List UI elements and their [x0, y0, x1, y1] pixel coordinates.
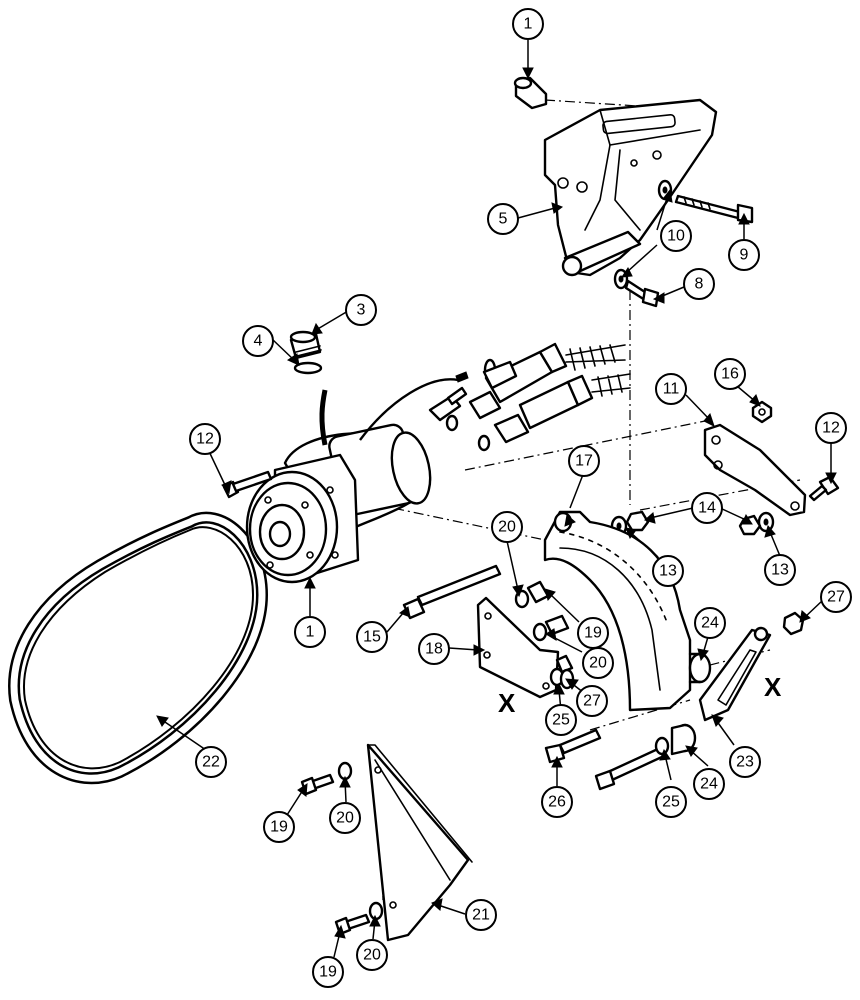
plate-part-18	[476, 596, 560, 699]
slotted-strap-part-23	[698, 626, 772, 722]
callout-12-right-label: 12	[822, 420, 840, 437]
callout-12-right: 12	[815, 412, 847, 444]
callout-10-label: 10	[667, 228, 685, 245]
callout-18-label: 18	[425, 641, 443, 658]
callout-24-a-label: 24	[701, 615, 719, 632]
shield-fasteners-parts-19-20	[300, 761, 384, 936]
spacer-part-24	[670, 652, 712, 756]
callout-12-left-label: 12	[196, 431, 214, 448]
bolt-part-9	[674, 194, 754, 224]
callout-25-b: 25	[655, 786, 687, 818]
callout-18: 18	[418, 633, 450, 665]
callout-21-label: 21	[472, 907, 490, 924]
hose-fittings	[468, 342, 631, 444]
callout-22-label: 22	[202, 754, 220, 771]
bolt-part-12-right	[808, 475, 840, 502]
callout-16: 16	[714, 358, 746, 390]
bolts-parts-25-26	[544, 728, 670, 791]
callout-25-a: 25	[545, 704, 577, 736]
callout-13-left: 13	[652, 555, 684, 587]
callout-19-c: 19	[312, 956, 344, 988]
callout-5: 5	[487, 203, 519, 235]
callout-8-label: 8	[695, 276, 704, 293]
callout-25-a-label: 25	[552, 712, 570, 729]
callout-12-left: 12	[189, 423, 221, 455]
callout-20-c-label: 20	[336, 810, 354, 827]
callout-20-c: 20	[329, 802, 361, 834]
callout-14: 14	[691, 492, 723, 524]
arrowheads	[156, 67, 837, 939]
callout-7-label: 1	[524, 16, 533, 33]
callout-5-label: 5	[499, 211, 508, 228]
callout-3: 3	[345, 294, 377, 326]
callout-13-left-label: 13	[659, 563, 677, 580]
callout-20-d-label: 20	[363, 947, 381, 964]
plug-part-3	[289, 330, 322, 360]
callout-21: 21	[465, 899, 497, 931]
callouts: 1 5 10 9 8 3 4 12 11 16 12 17 14 13 13 2…	[189, 8, 852, 988]
callout-7: 1	[512, 8, 544, 40]
reference-marks: X X	[498, 672, 782, 718]
callout-23-label: 23	[736, 754, 754, 771]
mounting-bracket-part-5	[543, 98, 718, 277]
callout-15: 15	[356, 621, 388, 653]
callout-3-label: 3	[357, 302, 366, 319]
callout-20-d: 20	[356, 939, 388, 971]
callout-20-b: 20	[582, 647, 614, 679]
callout-25-b-label: 25	[662, 794, 680, 811]
callout-11-label: 11	[663, 381, 680, 398]
callout-16-label: 16	[721, 366, 739, 383]
callout-26-label: 26	[548, 794, 566, 811]
callout-20-b-label: 20	[589, 655, 607, 672]
callout-24-b-label: 24	[700, 776, 718, 793]
drive-belt-part-22	[8, 511, 268, 785]
callout-19-b: 19	[263, 811, 295, 843]
o-ring-part-4	[293, 361, 323, 375]
callout-4-label: 4	[254, 333, 263, 350]
compressor-part-1	[245, 371, 491, 584]
brace-part-11	[703, 423, 807, 517]
callout-27-b: 27	[576, 685, 608, 717]
callout-13-right: 13	[764, 554, 796, 586]
callout-17-label: 17	[575, 453, 593, 470]
callout-9-label: 9	[740, 247, 749, 264]
callout-4: 4	[242, 325, 274, 357]
callout-1-label: 1	[306, 624, 315, 641]
callout-24-a: 24	[694, 607, 726, 639]
callout-11: 11	[655, 373, 687, 405]
callout-8: 8	[683, 268, 715, 300]
callout-1: 1	[294, 616, 326, 648]
callout-27-a-label: 27	[827, 589, 845, 606]
callout-19-c-label: 19	[319, 964, 337, 981]
callout-23: 23	[729, 746, 761, 778]
callout-9: 9	[728, 239, 760, 271]
callout-19-b-label: 19	[270, 819, 288, 836]
belt-shield-part-21	[366, 743, 473, 942]
bolt-part-8	[624, 279, 660, 308]
reference-mark-x-left: X	[498, 688, 516, 718]
bolt-part-12-left	[222, 470, 273, 499]
callout-19-a: 19	[577, 617, 609, 649]
callout-15-label: 15	[363, 629, 381, 646]
callout-27-b-label: 27	[583, 693, 601, 710]
callout-27-a: 27	[820, 581, 852, 613]
reference-mark-x-right: X	[764, 672, 782, 702]
callout-10: 10	[660, 220, 692, 252]
callout-20-a: 20	[491, 511, 523, 543]
callout-22: 22	[195, 746, 227, 778]
nut-part-16	[751, 400, 773, 424]
callout-14-label: 14	[698, 500, 716, 517]
callout-20-a-label: 20	[498, 519, 516, 536]
callout-24-b: 24	[693, 768, 725, 800]
callout-13-right-label: 13	[771, 562, 789, 579]
callout-19-a-label: 19	[584, 625, 602, 642]
callout-17: 17	[568, 445, 600, 477]
callout-26: 26	[541, 786, 573, 818]
spacer-part-7	[513, 76, 548, 110]
